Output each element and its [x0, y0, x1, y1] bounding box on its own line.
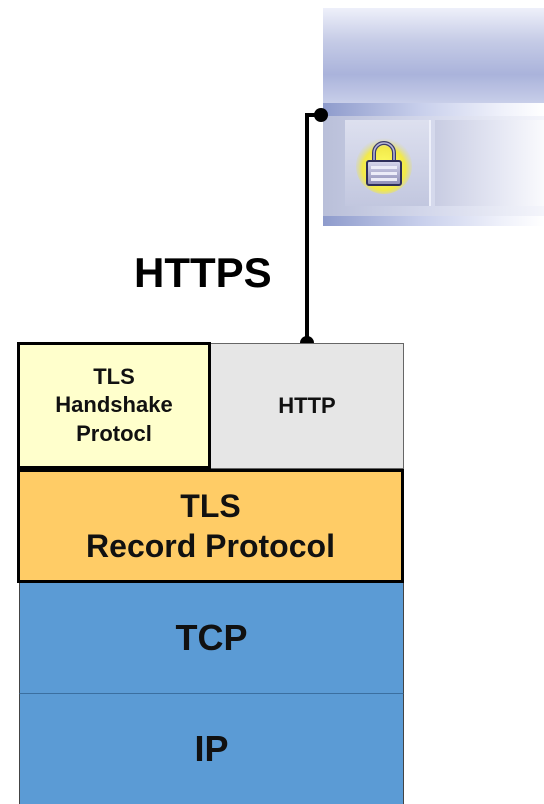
http-block: HTTP	[211, 343, 404, 469]
tls-record-protocol-block: TLS Record Protocol	[17, 469, 404, 583]
tls-handshake-line-2: Handshake	[55, 392, 173, 418]
tls-record-line-2: Record Protocol	[86, 528, 335, 564]
https-label: HTTPS	[134, 249, 272, 296]
tls-handshake-protocol-block: TLS Handshake Protocl	[17, 342, 211, 469]
tls-handshake-line-1: TLS	[93, 363, 135, 389]
ip-block: IP	[19, 694, 404, 804]
status-field	[435, 120, 544, 206]
browser-toolbar-area	[323, 8, 544, 103]
browser-window-fragment	[323, 8, 544, 226]
tcp-block: TCP	[19, 583, 404, 694]
padlock-icon	[356, 138, 412, 194]
tls-record-line-1: TLS	[180, 488, 241, 524]
ip-label: IP	[194, 728, 229, 769]
tcp-label: TCP	[175, 617, 248, 658]
tls-handshake-line-3: Protocl	[76, 420, 152, 446]
http-label: HTTP	[278, 393, 336, 418]
